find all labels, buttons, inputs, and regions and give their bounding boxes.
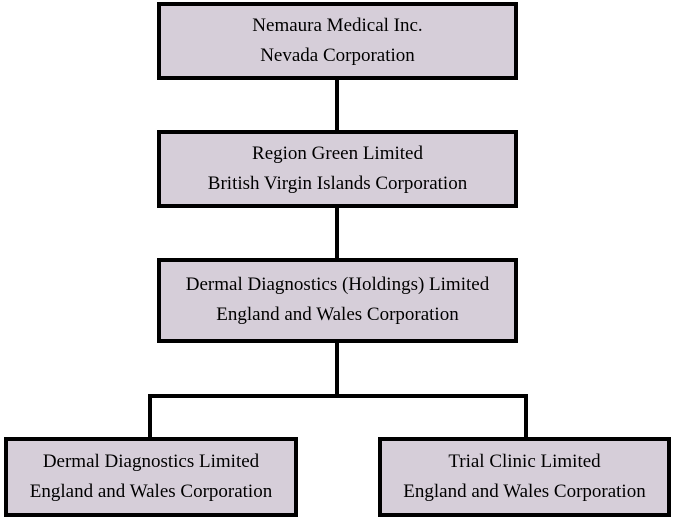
org-node-dermal-diagnostics-limited: Dermal Diagnostics Limited England and W…	[4, 437, 298, 517]
connector-branch-right-drop	[524, 394, 528, 437]
org-node-name: Trial Clinic Limited	[448, 450, 601, 472]
connector-holdings-stem	[335, 343, 339, 396]
org-node-jurisdiction: England and Wales Corporation	[29, 480, 273, 502]
connector-region-green-to-holdings	[335, 208, 339, 258]
connector-branch-horizontal	[148, 394, 528, 398]
org-node-name: Dermal Diagnostics Limited	[42, 450, 260, 472]
org-node-name: Dermal Diagnostics (Holdings) Limited	[185, 274, 490, 296]
org-node-jurisdiction: British Virgin Islands Corporation	[207, 172, 468, 194]
org-node-trial-clinic-limited: Trial Clinic Limited England and Wales C…	[378, 437, 671, 517]
org-node-dermal-diagnostics-holdings: Dermal Diagnostics (Holdings) Limited En…	[157, 258, 518, 343]
org-node-nemaura-medical: Nemaura Medical Inc. Nevada Corporation	[157, 2, 518, 80]
org-node-jurisdiction: Nevada Corporation	[260, 44, 415, 66]
org-node-name: Region Green Limited	[252, 142, 423, 164]
org-node-jurisdiction: England and Wales Corporation	[403, 480, 646, 502]
org-node-jurisdiction: England and Wales Corporation	[216, 304, 459, 325]
connector-branch-left-drop	[148, 394, 152, 437]
org-node-region-green: Region Green Limited British Virgin Isla…	[157, 130, 518, 208]
org-node-name: Nemaura Medical Inc.	[252, 14, 423, 36]
connector-nemaura-to-region-green	[335, 80, 339, 130]
